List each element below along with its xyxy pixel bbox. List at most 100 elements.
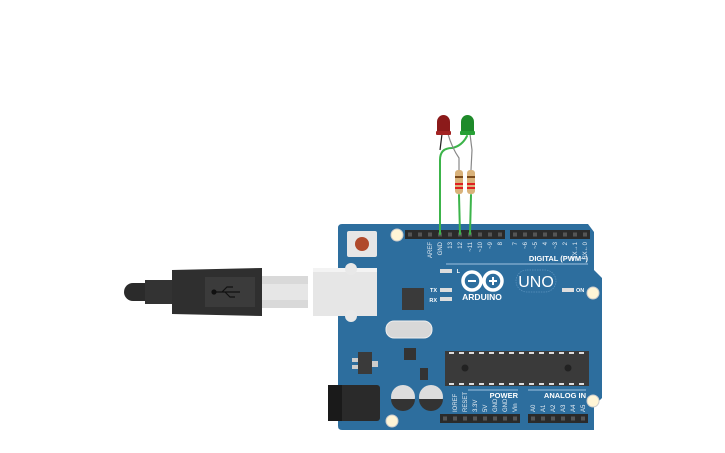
digital-pin-label: 13 (448, 241, 454, 248)
header-pin[interactable] (463, 416, 467, 421)
capacitor (391, 385, 415, 411)
digital-pin-label: 4 (543, 241, 549, 245)
digital-pin-label: 8 (498, 241, 504, 245)
power-pin-label: Vin (513, 403, 519, 412)
digital-section-label: DIGITAL (PWM~) (529, 254, 589, 263)
digital-header-right[interactable] (510, 230, 590, 239)
led-rx (440, 297, 452, 301)
analog-pin-label: A0 (531, 404, 537, 412)
digital-pin-label: 12 (458, 241, 464, 248)
led-l (440, 269, 452, 273)
analog-pin-label: A3 (561, 404, 567, 412)
digital-pin-label: ~6 (523, 241, 529, 249)
header-pin[interactable] (443, 416, 447, 421)
wire-pin12 (458, 194, 461, 235)
power-pin-label: RESET (463, 392, 469, 412)
header-pin[interactable] (543, 232, 547, 237)
usb-port (313, 268, 377, 316)
header-pin[interactable] (428, 232, 432, 237)
header-pin[interactable] (571, 416, 575, 421)
led-green[interactable] (460, 115, 475, 135)
header-pin[interactable] (478, 232, 482, 237)
mounting-hole (390, 228, 404, 242)
power-pin-label: GND (493, 398, 499, 412)
header-pin[interactable] (551, 416, 555, 421)
header-pin[interactable] (483, 416, 487, 421)
digital-pin-label: ~3 (553, 241, 559, 249)
header-pin[interactable] (418, 232, 422, 237)
digital-pin-label: ~11 (468, 241, 474, 251)
power-pin-label: IOREF (453, 393, 459, 412)
digital-pin-label: 7 (513, 241, 519, 245)
header-pin[interactable] (503, 416, 507, 421)
analog-pin-label: A5 (581, 404, 587, 412)
analog-pin-label: A4 (571, 404, 577, 412)
header-pin[interactable] (561, 416, 565, 421)
digital-pin-label: AREF (428, 242, 434, 258)
digital-pin-label: ~9 (488, 241, 494, 249)
digital-pin-label: GND (438, 241, 444, 255)
mounting-hole (586, 394, 600, 408)
header-pin[interactable] (493, 416, 497, 421)
header-pin[interactable] (531, 416, 535, 421)
led-tx (440, 288, 452, 292)
chip (402, 288, 424, 310)
mounting-hole (385, 414, 399, 428)
digital-pin-label: ~10 (478, 241, 484, 252)
crystal (385, 320, 433, 339)
wire-gnd (439, 135, 468, 235)
led-label-l: L (457, 269, 461, 275)
digital-pin-label: 2 (563, 241, 569, 245)
header-pin[interactable] (583, 232, 587, 237)
power-pin-label: 5V (483, 405, 489, 412)
analog-pin-label: A2 (551, 404, 557, 412)
header-pin[interactable] (513, 232, 517, 237)
mounting-hole (586, 286, 600, 300)
led-on (562, 288, 574, 292)
header-pin[interactable] (408, 232, 412, 237)
wire-pin11 (469, 194, 472, 235)
model-label: UNO (518, 274, 554, 291)
header-pin[interactable] (541, 416, 545, 421)
digital-pin-label: TX→1 (573, 241, 579, 259)
header-pin[interactable] (553, 232, 557, 237)
analog-header[interactable] (528, 414, 588, 423)
header-pin[interactable] (581, 416, 585, 421)
header-pin[interactable] (533, 232, 537, 237)
power-section-label: POWER (490, 391, 519, 400)
power-pin-label: GND (503, 398, 509, 412)
arduino-logo: ARDUINO (461, 270, 504, 302)
led-label-on: ON (576, 288, 584, 294)
led-label-rx: RX (429, 298, 437, 304)
reset-button[interactable] (347, 231, 377, 257)
regulator (358, 352, 372, 374)
header-pin[interactable] (453, 416, 457, 421)
power-header[interactable] (440, 414, 520, 423)
atmega-chip (445, 351, 589, 386)
power-pin-label: 3.3V (473, 400, 479, 412)
digital-pin-label: RX←0 (583, 241, 589, 259)
arduino-uno-board[interactable]: ARDUINO UNO L TX RX ON DIGITAL (PWM~) PO… (313, 224, 602, 430)
header-pin[interactable] (563, 232, 567, 237)
digital-pin-label: ~5 (533, 241, 539, 249)
usb-cable[interactable] (124, 268, 308, 316)
analog-pin-label: A1 (541, 404, 547, 412)
capacitor (419, 385, 443, 411)
header-pin[interactable] (498, 232, 502, 237)
usb-symbol-icon (211, 286, 240, 298)
analog-section-label: ANALOG IN (544, 391, 586, 400)
led-red[interactable] (436, 115, 451, 135)
header-pin[interactable] (513, 416, 517, 421)
led-label-tx: TX (430, 288, 437, 294)
digital-header-left[interactable] (405, 230, 505, 239)
resistor[interactable] (455, 170, 463, 194)
header-pin[interactable] (473, 416, 477, 421)
svg-text:ARDUINO: ARDUINO (462, 292, 502, 302)
header-pin[interactable] (448, 232, 452, 237)
header-pin[interactable] (488, 232, 492, 237)
header-pin[interactable] (573, 232, 577, 237)
wires[interactable] (439, 135, 472, 235)
header-pin[interactable] (523, 232, 527, 237)
resistor[interactable] (467, 170, 475, 194)
